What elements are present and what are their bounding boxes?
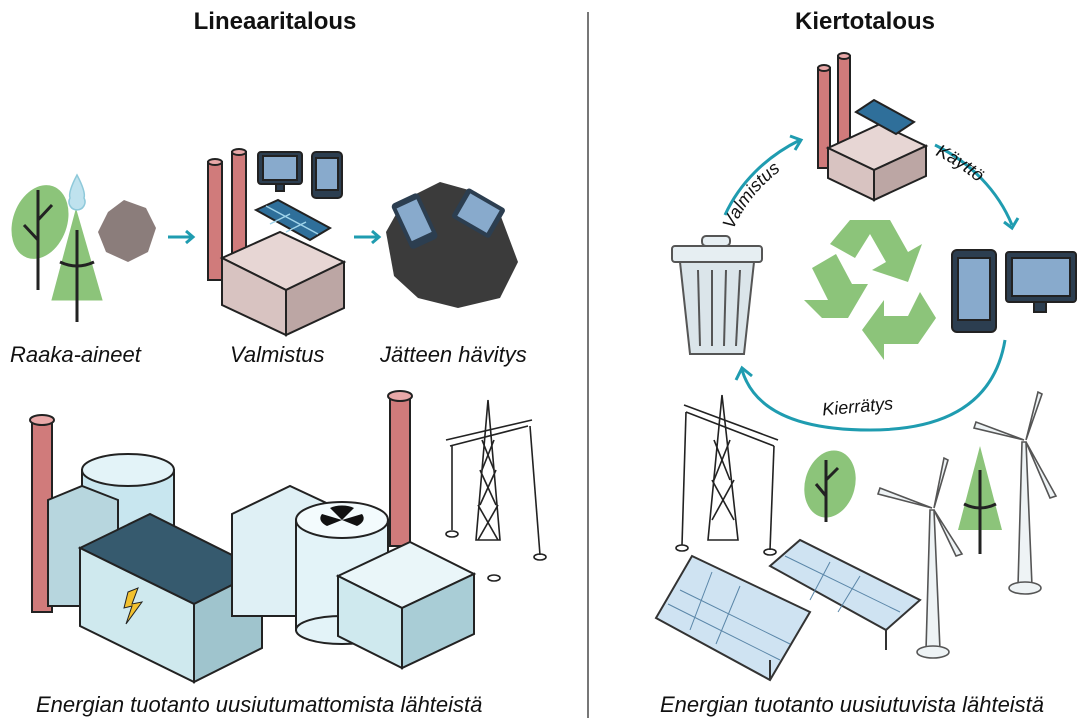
circular-devices-icon	[951, 249, 1077, 333]
step-manufacturing-label: Valmistus	[230, 342, 325, 367]
recycle-icon	[804, 220, 936, 360]
solar-panels-icon	[654, 538, 922, 682]
circular-energy-footer: Energian tuotanto uusiutuvista lähteistä	[660, 692, 1045, 717]
circular-factory-icon	[817, 52, 929, 202]
center-divider	[587, 12, 589, 718]
circular-economy-illustration: Valmistus Käyttö Kierrätys	[654, 52, 1077, 682]
raw-materials-icon	[11, 173, 156, 322]
cycle-use-label: Käyttö	[933, 141, 988, 186]
wind-turbines-icon	[876, 390, 1058, 659]
circular-economy-title: Kiertotalous	[794, 8, 935, 35]
non-renewable-power-plant-icon	[29, 390, 477, 684]
trash-can-icon	[671, 235, 763, 355]
waste-disposal-icon	[386, 182, 518, 308]
linear-flow-arrows	[168, 229, 382, 245]
circular-trees-icon	[804, 446, 1002, 554]
factory-icon	[207, 148, 347, 337]
cycle-arrows	[723, 134, 1020, 432]
linear-economy-illustration	[11, 148, 547, 684]
cycle-manufacturing-label: Valmistus	[718, 158, 783, 232]
power-pylon-icon	[445, 399, 547, 582]
cycle-recycling-label: Kierrätys	[821, 393, 893, 419]
linear-economy-title: Lineaaritalous	[193, 8, 357, 35]
linear-energy-footer: Energian tuotanto uusiutumattomista läht…	[36, 692, 483, 717]
step-raw-materials-label: Raaka-aineet	[10, 342, 141, 367]
step-waste-disposal-label: Jätteen hävitys	[380, 342, 527, 367]
circular-power-pylon-icon	[675, 394, 779, 556]
